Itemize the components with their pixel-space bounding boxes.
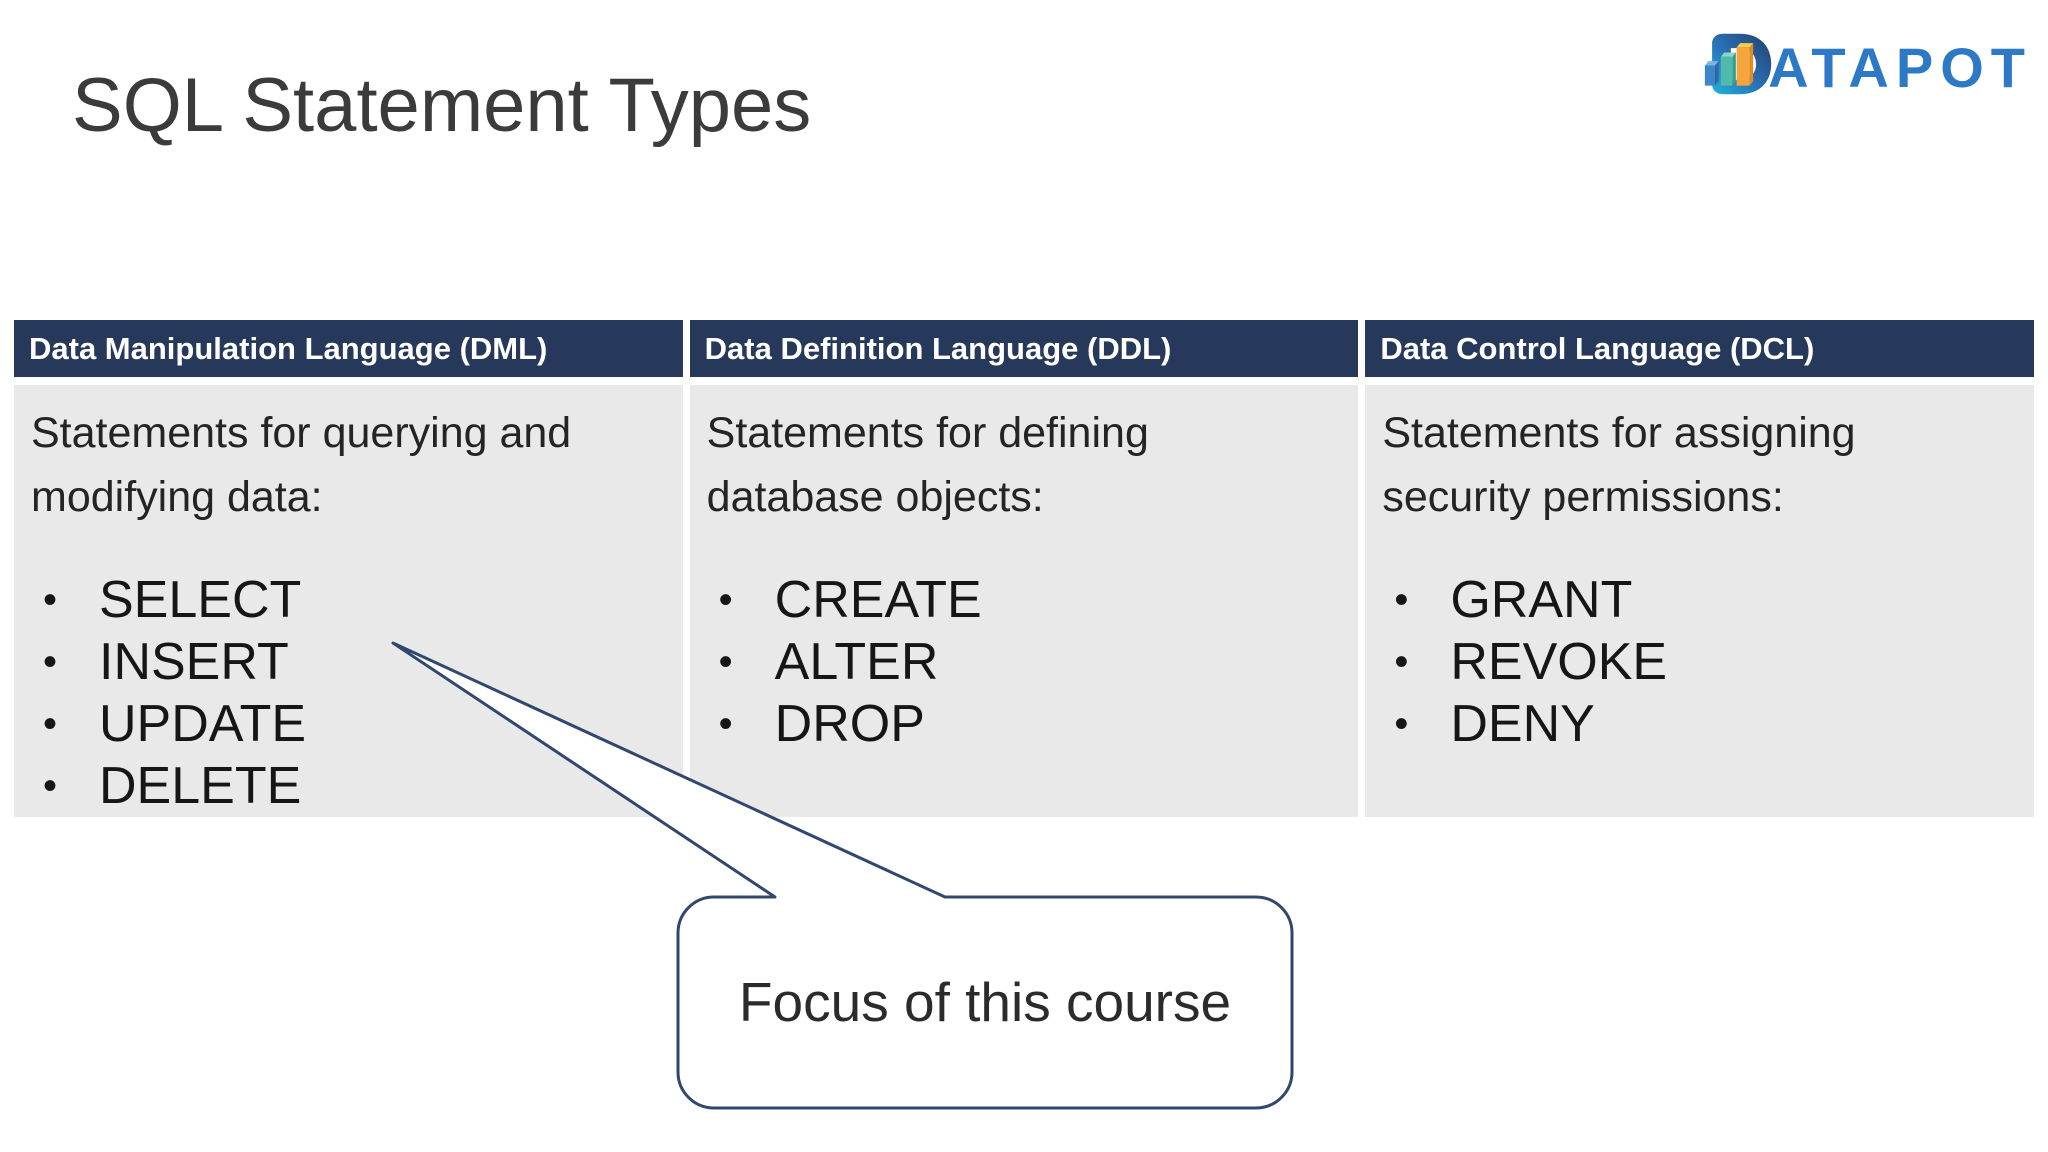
list-item: •REVOKE	[1394, 633, 1668, 691]
bullet-icon: •	[718, 640, 733, 684]
bullet-icon: •	[43, 764, 58, 808]
logo-wordmark: ATAPOT	[1768, 35, 2032, 99]
bar-chart-bars	[1704, 43, 1754, 86]
datapot-logo: ATAPOT	[1702, 14, 2032, 114]
list-item: •SELECT	[43, 571, 302, 629]
bullet-icon: •	[43, 702, 58, 746]
column-description: Statements for querying and modifying da…	[31, 409, 572, 521]
bullet-icon: •	[718, 702, 733, 746]
list-item: •GRANT	[1394, 571, 1633, 629]
list-item: •UPDATE	[43, 695, 307, 753]
list-item: •DENY	[1394, 695, 1595, 753]
bullet-icon: •	[1394, 640, 1409, 684]
column-description: Statements for assigning security permis…	[1382, 409, 1856, 521]
callout-label: Focus of this course	[738, 970, 1232, 1033]
column-body-dcl: Statements for assigning security permis…	[1365, 385, 2034, 817]
list-item: •CREATE	[718, 571, 982, 629]
bullet-icon: •	[43, 578, 58, 622]
column-description: Statements for defining database objects…	[706, 409, 1149, 521]
list-item: •INSERT	[43, 633, 289, 691]
column-body-ddl: Statements for defining database objects…	[689, 385, 1359, 817]
table-column-dml: Data Manipulation Language (DML) Stateme…	[14, 320, 683, 817]
list-item: •DROP	[718, 695, 925, 753]
column-body-dml: Statements for querying and modifying da…	[14, 385, 683, 817]
bullet-icon: •	[1394, 702, 1409, 746]
bullet-icon: •	[43, 640, 58, 684]
statement-list: •CREATE •ALTER •DROP	[707, 569, 1335, 755]
bullet-icon: •	[718, 578, 733, 622]
statement-list: •SELECT •INSERT •UPDATE •DELETE	[31, 569, 659, 817]
bullet-icon: •	[1394, 578, 1409, 622]
table-column-dcl: Data Control Language (DCL) Statements f…	[1365, 320, 2034, 817]
column-header-dml: Data Manipulation Language (DML)	[14, 320, 683, 377]
list-item: •ALTER	[718, 633, 939, 691]
page-title: SQL Statement Types	[72, 63, 812, 148]
sql-statement-types-table: Data Manipulation Language (DML) Stateme…	[14, 320, 2034, 817]
list-item: •DELETE	[43, 757, 302, 815]
statement-list: •GRANT •REVOKE •DENY	[1382, 569, 2010, 755]
column-header-ddl: Data Definition Language (DDL)	[689, 320, 1359, 377]
column-header-dcl: Data Control Language (DCL)	[1365, 320, 2034, 377]
d-bar-chart-icon	[1704, 33, 1772, 95]
table-column-ddl: Data Definition Language (DDL) Statement…	[689, 320, 1359, 817]
